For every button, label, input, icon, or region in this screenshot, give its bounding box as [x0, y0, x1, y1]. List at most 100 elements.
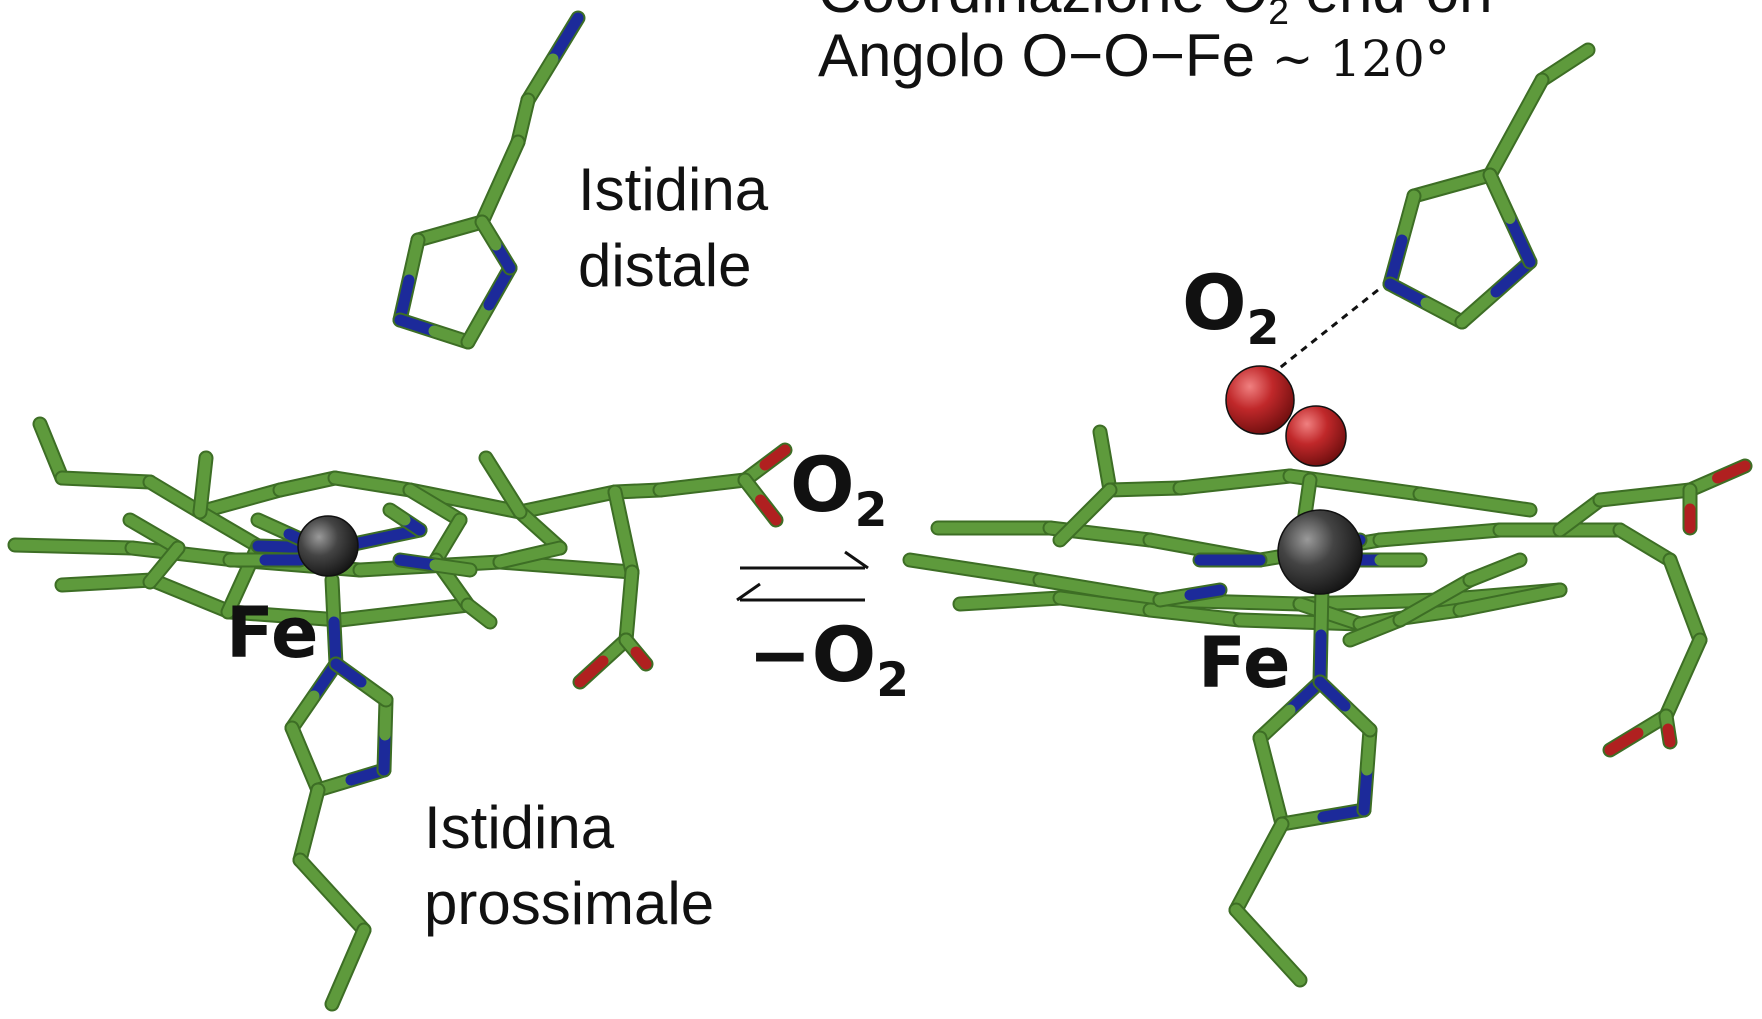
- bond-112-a: [1339, 700, 1376, 736]
- bond-65-a: [1456, 286, 1502, 328]
- top-title-partial: Coordinazione O2 end-on: [818, 0, 1492, 32]
- bond-44: [654, 474, 751, 496]
- bond-107-a: [1315, 582, 1328, 641]
- bond-104: [1660, 634, 1706, 722]
- bond-84: [1174, 470, 1296, 494]
- bond-59: [326, 924, 370, 1010]
- bond-23: [224, 606, 346, 626]
- bond-74: [1034, 574, 1166, 606]
- bond-45-b: [759, 444, 791, 471]
- bond-56-b: [330, 658, 367, 688]
- bond-24: [334, 599, 474, 626]
- bond-78: [954, 592, 1066, 610]
- bond-55-a: [378, 729, 391, 776]
- bond-92: [1394, 574, 1476, 626]
- bond-99: [1594, 484, 1696, 506]
- bond-65-b: [1490, 256, 1536, 298]
- bond-46-b: [755, 494, 782, 526]
- bond-87: [1054, 484, 1116, 546]
- bond-113: [1230, 818, 1288, 916]
- bond-layer: [7, 10, 1753, 1012]
- forward-o2-label: O2: [790, 440, 888, 539]
- bond-29: [404, 484, 466, 526]
- bond-13: [329, 472, 416, 496]
- bond-86: [1414, 488, 1536, 516]
- bond-106-b: [1662, 723, 1676, 748]
- bond-64-a: [1384, 278, 1432, 309]
- oxygen-atom-2: [1285, 405, 1347, 467]
- fe-label-left: Fe: [226, 592, 319, 674]
- bond-2: [476, 136, 524, 228]
- bond-17: [126, 542, 241, 566]
- bond-16: [9, 539, 138, 554]
- bond-33: [494, 542, 566, 568]
- bond-48: [620, 566, 638, 646]
- bond-35: [480, 452, 526, 518]
- iron-atom-left: [297, 515, 359, 577]
- bond-57: [294, 784, 324, 866]
- bond-91: [1344, 614, 1406, 646]
- bond-12: [274, 472, 341, 496]
- bond-26: [144, 542, 184, 588]
- bond-62: [1408, 169, 1496, 202]
- oxygen-atom-1: [1225, 365, 1295, 435]
- bond-25: [124, 514, 184, 554]
- bond-58: [294, 854, 370, 936]
- bond-30: [430, 514, 466, 566]
- bond-34: [194, 452, 212, 518]
- bond-90: [1454, 584, 1566, 616]
- bond-0-b: [522, 53, 559, 106]
- reverse-o2-label: −O2: [748, 610, 910, 709]
- bond-114: [1230, 904, 1306, 986]
- bond-66-b: [1484, 169, 1516, 224]
- bond-88: [1294, 598, 1366, 630]
- reverse-arrowhead: [736, 582, 761, 602]
- bond-98: [1554, 494, 1606, 536]
- bond-111-a: [1358, 764, 1373, 816]
- bond-103: [1664, 554, 1706, 646]
- bond-0-a: [547, 12, 584, 65]
- distal-histidine-label: Istidina distale: [578, 156, 769, 299]
- bond-51-a: [326, 574, 340, 628]
- bond-80: [1144, 604, 1246, 626]
- bond-6-a: [462, 299, 495, 348]
- bond-7-b: [476, 216, 502, 251]
- iron-atom-right: [1277, 509, 1363, 595]
- angle-label: Angolo O−O−Fe ~ 120°: [818, 22, 1450, 89]
- bond-49-b: [574, 655, 609, 688]
- bond-82: [1094, 426, 1116, 496]
- bond-63-a: [1396, 190, 1420, 246]
- bond-60: [1536, 44, 1594, 86]
- bond-96-b: [1184, 584, 1226, 601]
- bond-27: [194, 506, 264, 552]
- bond-73: [904, 554, 1046, 586]
- bond-3: [412, 216, 488, 246]
- bond-112-b: [1314, 676, 1351, 712]
- bond-9: [56, 472, 156, 488]
- bond-50-b: [630, 646, 652, 670]
- bond-22: [146, 574, 236, 618]
- equilibrium-arrows: [736, 550, 869, 602]
- bond-71: [1374, 524, 1506, 546]
- bond-107-b: [1314, 629, 1327, 688]
- bond-42-b: [429, 559, 476, 576]
- bond-79: [1054, 592, 1156, 616]
- hydrogen-bond-dashed: [1271, 288, 1379, 376]
- bond-36: [462, 599, 496, 628]
- bond-40-b: [384, 504, 411, 526]
- bond-83: [1104, 482, 1186, 496]
- fe-label-right: Fe: [1198, 622, 1291, 704]
- bond-93: [1464, 554, 1526, 586]
- bond-15: [514, 486, 621, 518]
- atom-layer: [297, 365, 1363, 595]
- bond-100-b: [1712, 460, 1751, 484]
- bond-66-a: [1504, 213, 1536, 268]
- bond-109: [1254, 732, 1288, 830]
- bond-11: [194, 484, 286, 518]
- bond-105-b: [1604, 727, 1644, 756]
- bond-4-a: [403, 234, 424, 286]
- bond-63-b: [1384, 234, 1408, 290]
- bond-61: [1484, 74, 1548, 181]
